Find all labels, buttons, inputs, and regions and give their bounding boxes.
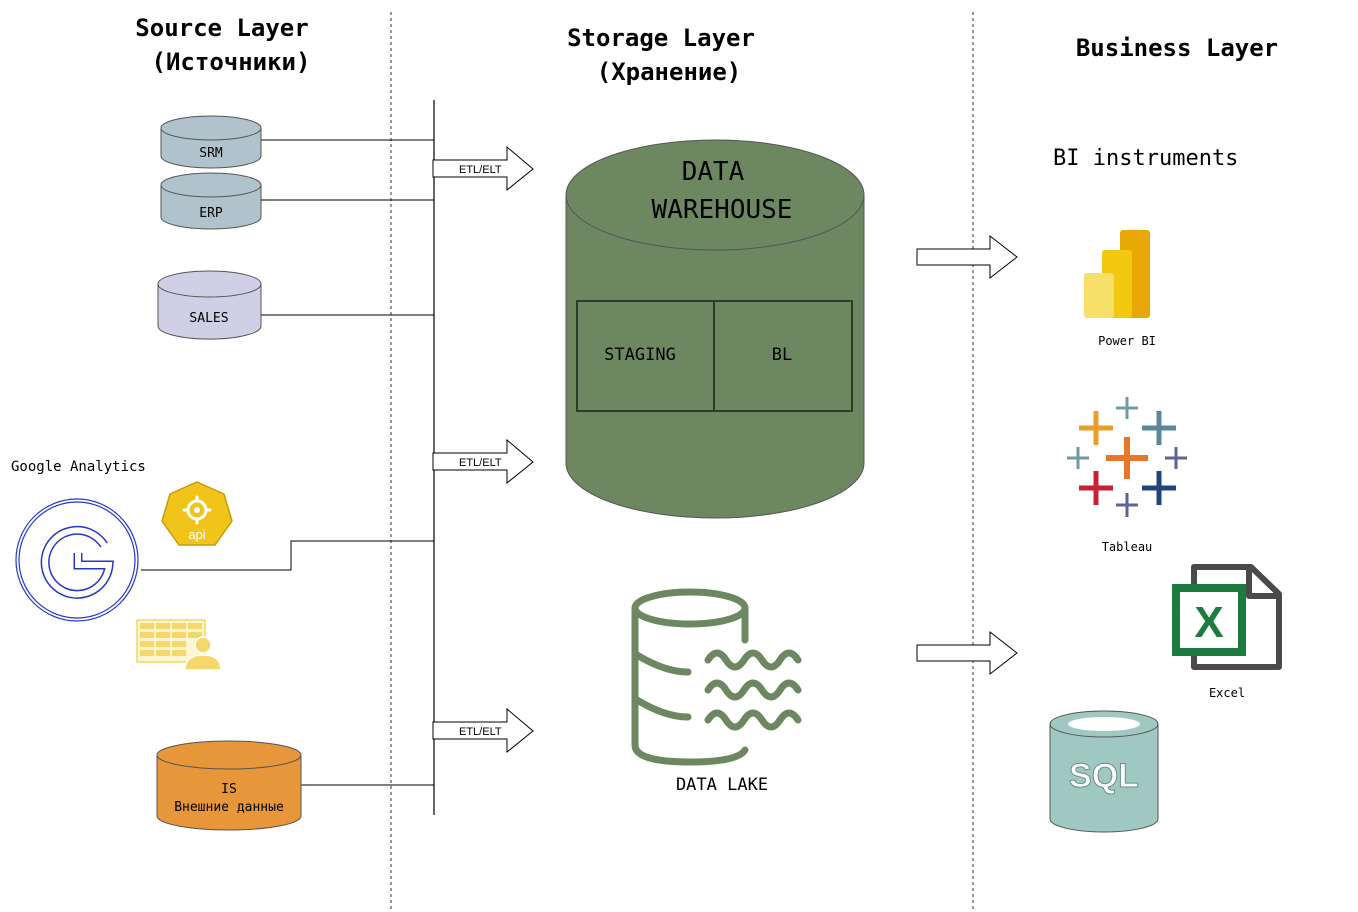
source-layer-subtitle: (Источники) xyxy=(152,48,311,76)
etl-arrow-1: ETL/ELT xyxy=(432,145,534,192)
dwh-title-line2: WAREHOUSE xyxy=(652,195,793,225)
power-bi-icon xyxy=(1084,230,1150,318)
etl-arrow-label: ETL/ELT xyxy=(459,726,502,738)
tableau-label: Tableau xyxy=(1102,540,1153,554)
sql-database-icon: SQL xyxy=(1049,710,1159,833)
excel-label: Excel xyxy=(1209,686,1245,700)
etl-arrow-3: ETL/ELT xyxy=(432,707,534,754)
bi-instruments-heading: BI instruments xyxy=(1053,146,1238,171)
api-label: api xyxy=(188,527,205,542)
srm-database: SRM xyxy=(160,115,262,169)
data-lake-icon xyxy=(631,588,802,766)
power-bi-label: Power BI xyxy=(1098,334,1156,348)
spreadsheet-user-icon xyxy=(136,619,222,671)
excel-letter: X xyxy=(1194,598,1223,647)
data-lake-label: DATA LAKE xyxy=(676,775,768,795)
bl-label: BL xyxy=(772,345,792,365)
bl-box xyxy=(713,300,853,412)
arrow-to-bi-2 xyxy=(916,630,1018,676)
staging-label: STAGING xyxy=(604,345,676,365)
srm-label: SRM xyxy=(199,146,223,161)
etl-arrow-label: ETL/ELT xyxy=(459,164,502,176)
is-external-database: IS Внешние данные xyxy=(156,740,302,831)
data-warehouse: DATA WAREHOUSE STAGING BL xyxy=(565,139,865,519)
google-analytics-label: Google Analytics xyxy=(11,459,146,475)
is-label: IS xyxy=(221,782,237,797)
tableau-icon xyxy=(1067,397,1187,517)
business-layer-title: Business Layer xyxy=(1076,34,1278,62)
etl-arrow-label: ETL/ELT xyxy=(459,457,502,469)
source-layer-title: Source Layer xyxy=(135,14,308,42)
storage-layer-subtitle: (Хранение) xyxy=(597,58,742,86)
erp-label: ERP xyxy=(199,206,223,221)
erp-database: ERP xyxy=(160,172,262,230)
excel-icon: X xyxy=(1172,564,1282,670)
api-icon: api xyxy=(161,481,233,546)
sql-label: SQL xyxy=(1069,757,1139,795)
source-connectors xyxy=(141,139,434,786)
sales-label: SALES xyxy=(189,311,228,326)
storage-layer-title: Storage Layer xyxy=(567,24,755,52)
arrow-to-bi-1 xyxy=(916,234,1018,280)
google-icon xyxy=(15,498,139,622)
is-external-label: Внешние данные xyxy=(174,800,284,815)
etl-arrow-2: ETL/ELT xyxy=(432,438,534,485)
sales-database: SALES xyxy=(157,270,262,340)
dwh-title-line1: DATA xyxy=(682,157,745,187)
